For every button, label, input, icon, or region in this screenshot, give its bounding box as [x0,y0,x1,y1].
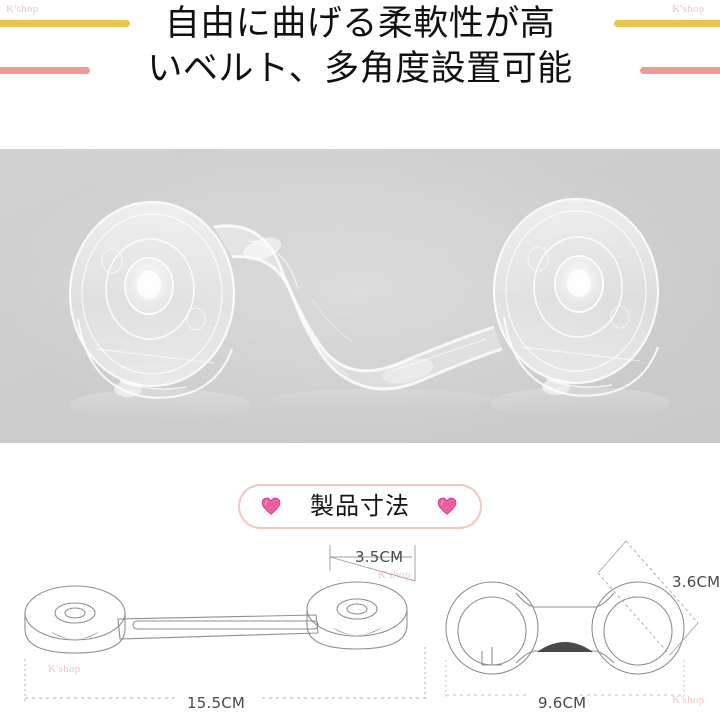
decorative-line-pink-right [640,67,720,74]
dimension-label-span: 9.6CM [538,694,587,712]
decorative-line-yellow-left [0,20,130,27]
watermark-top-right: K'shop [672,3,705,15]
decorative-line-yellow-right [614,20,720,27]
watermark-side-view-lower: K'shop [48,663,81,675]
top-view-line-drawing [445,540,699,698]
headline-line-2: いベルト、多角度設置可能 [147,49,573,89]
headline-line-1: 自由に曲げる柔軟性が高 [164,4,556,44]
dimension-label-diagonal: 3.6CM [672,573,720,591]
product-photo [0,149,720,443]
watermark-top-left: K'shop [6,3,39,15]
heart-icon [260,495,282,515]
left-disc [68,200,236,399]
headline: 自由に曲げる柔軟性が高 いベルト、多角度設置可能 [0,2,720,92]
section-badge: 製品寸法 [238,484,482,529]
flexible-strap [213,224,503,391]
clear-strap-lock-illustration [68,197,670,421]
header-banner: K'shop K'shop 自由に曲げる柔軟性が高 いベルト、多角度設置可能 [0,0,720,149]
decorative-line-pink-left [0,67,90,74]
dimension-diagrams [0,535,720,720]
watermark-top-view: K'shop [672,694,705,706]
right-disc [492,197,660,397]
heart-icon [436,495,458,515]
section-badge-label: 製品寸法 [310,491,410,520]
watermark-side-view-upper: K'shop [378,569,411,581]
side-view-line-drawing [24,545,426,701]
dimension-label-length: 15.5CM [187,694,246,712]
dimension-label-width: 3.5CM [355,548,404,566]
